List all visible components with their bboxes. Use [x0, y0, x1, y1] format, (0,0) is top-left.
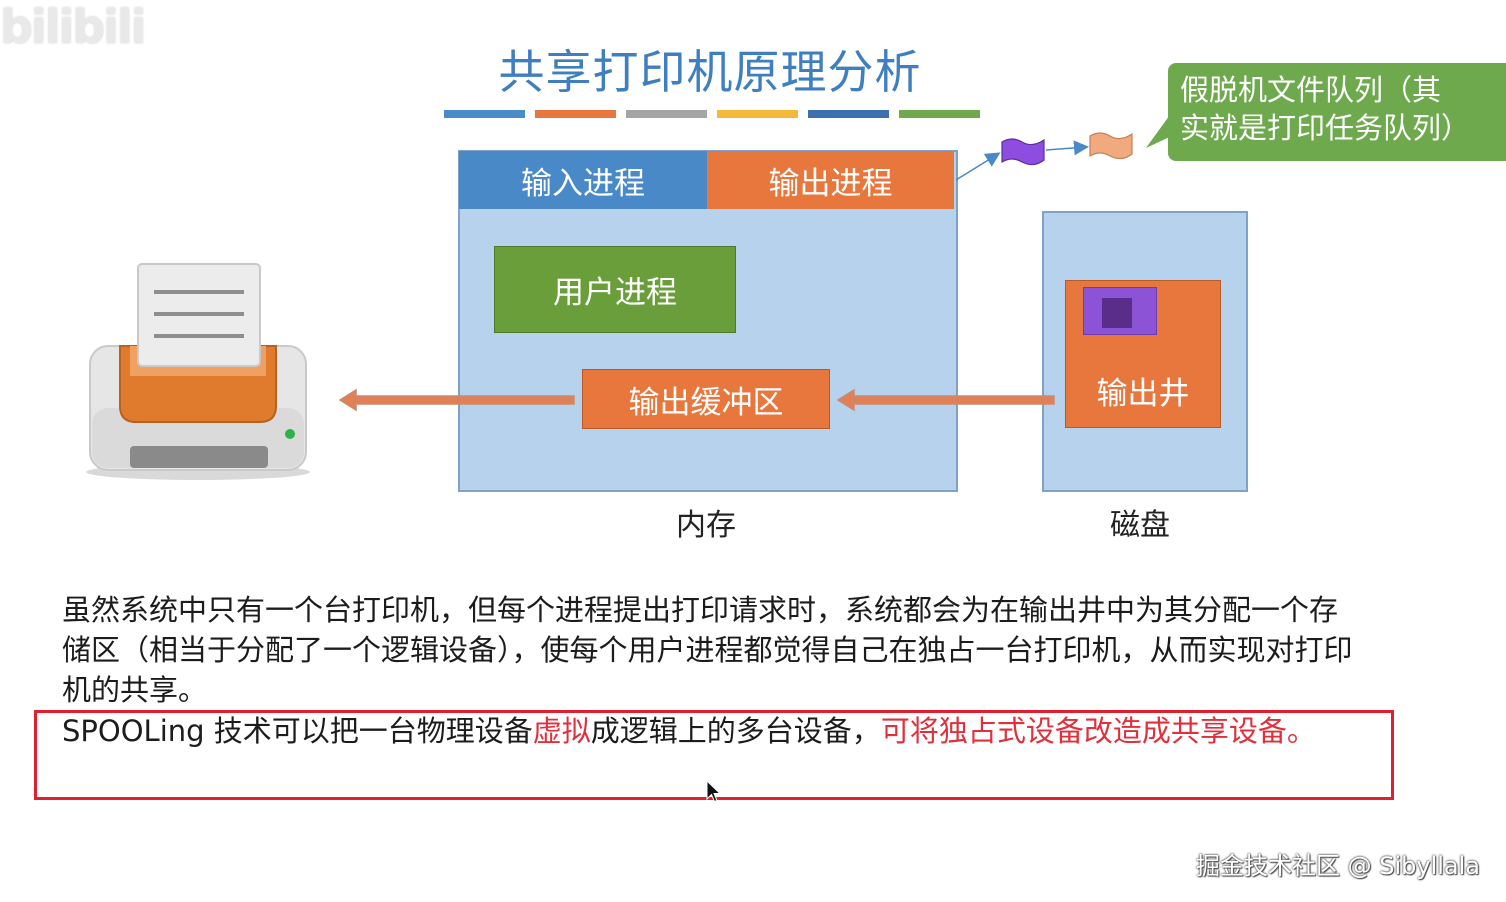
memory-caption: 内存 — [676, 508, 736, 543]
title-bar-5 — [808, 110, 889, 118]
spooling-text-virtual: 虚拟 — [532, 714, 591, 748]
mouse-cursor-icon — [706, 780, 722, 803]
title-bar-3 — [626, 110, 707, 118]
output-process-block: 输出进程 — [707, 151, 954, 209]
printer-icon — [86, 263, 310, 480]
title-bar-2 — [535, 110, 616, 118]
spooling-statement: SPOOLing 技术可以把一台物理设备虚拟成逻辑上的多台设备，可将独占式设备改… — [62, 711, 1382, 751]
queue-link-arrow — [1045, 140, 1089, 156]
peach-queue-flag — [1089, 132, 1133, 160]
callout-line-2: 实就是打印任务队列） — [1180, 111, 1471, 145]
title-color-bars — [444, 110, 980, 118]
output-to-queue-arrow — [955, 152, 1001, 181]
title-bar-1 — [444, 110, 525, 118]
well-storage-inner-square — [1102, 298, 1132, 328]
callout-line-1: 假脱机文件队列（其 — [1180, 73, 1442, 107]
spooling-text-part1: SPOOLing 技术可以把一台物理设备 — [62, 714, 533, 748]
bilibili-watermark: bilibili — [0, 0, 146, 54]
disk-caption: 磁盘 — [1110, 508, 1170, 543]
explanation-paragraph: 虽然系统中只有一个台打印机，但每个进程提出打印请求时，系统都会为在输出井中为其分… — [62, 593, 1353, 707]
purple-queue-flag — [1001, 138, 1045, 166]
spooling-text-shared: 可将独占式设备改造成共享设备。 — [880, 714, 1316, 748]
user-process-block: 用户进程 — [494, 246, 736, 333]
title-bar-4 — [717, 110, 798, 118]
well-to-buffer-arrow — [836, 388, 1055, 412]
spooling-text-part3: 成逻辑上的多台设备， — [590, 714, 881, 748]
output-buffer-block: 输出缓冲区 — [582, 369, 830, 429]
input-process-block: 输入进程 — [459, 151, 707, 209]
buffer-to-printer-arrow — [338, 388, 575, 412]
footer-attribution: 掘金技术社区 @ Sibyllala — [1195, 852, 1480, 880]
title-bar-6 — [899, 110, 980, 118]
spool-queue-callout: 假脱机文件队列（其 实就是打印任务队列） — [1168, 63, 1506, 161]
slide-title: 共享打印机原理分析 — [498, 45, 922, 99]
